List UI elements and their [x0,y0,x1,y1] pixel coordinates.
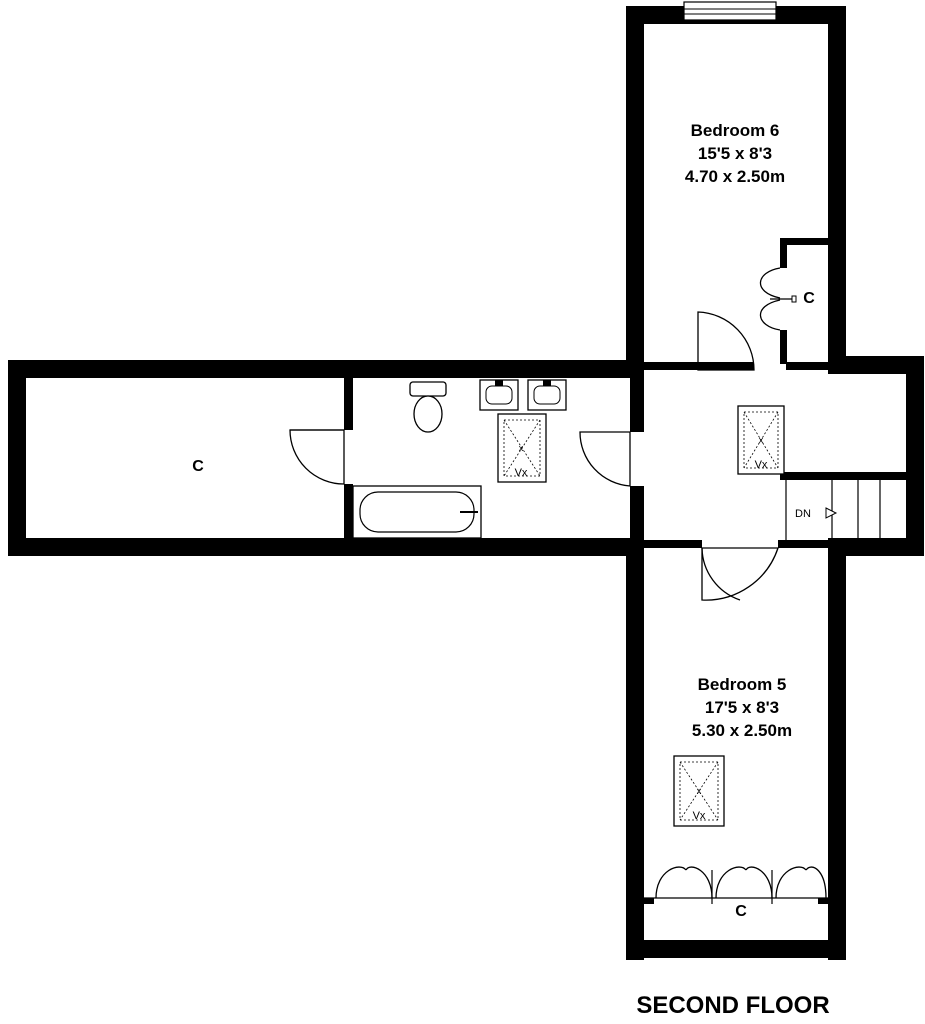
skylight-bathroom-mark: x [519,443,524,453]
stairs [785,480,881,540]
bedroom6-cupboard-label: C [803,290,815,307]
bedroom6-label: Bedroom 6 15'5 x 8'3 4.70 x 2.50m [685,121,785,186]
bedroom5-wardrobe-label: C [735,903,747,920]
bathroom-fixtures [352,379,567,539]
skylight-bathroom [497,413,547,483]
bedroom6-imperial: 15'5 x 8'3 [698,144,772,163]
bedroom5-metric: 5.30 x 2.50m [692,721,792,740]
bedroom6-cupboard-doors [759,267,797,331]
skylight-landing [737,405,785,475]
skylight-bedroom5-label: Vx [693,810,706,822]
skylight-landing-label: Vx [755,459,768,471]
bedroom5-label: Bedroom 5 17'5 x 8'3 5.30 x 2.50m [692,675,792,740]
bedroom5-name: Bedroom 5 [698,675,787,694]
interior-walls [344,238,906,548]
stairs-down-label: DN [795,508,811,520]
skylight-bedroom5-mark: x [697,786,702,796]
doors [289,311,779,601]
left-wing-walls [8,360,636,556]
skylight-bedroom5 [673,755,725,827]
window-top [683,1,777,21]
bedroom6-name: Bedroom 6 [691,121,780,140]
storage-cupboard-label: C [192,458,204,475]
bedroom6-metric: 4.70 x 2.50m [685,167,785,186]
bedroom5-imperial: 17'5 x 8'3 [705,698,779,717]
column-walls [626,6,924,960]
skylight-bathroom-label: Vx [515,467,528,479]
bedroom5-wardrobe [644,866,828,904]
skylight-landing-mark: x [759,435,764,445]
floor-title: SECOND FLOOR [636,992,829,1019]
